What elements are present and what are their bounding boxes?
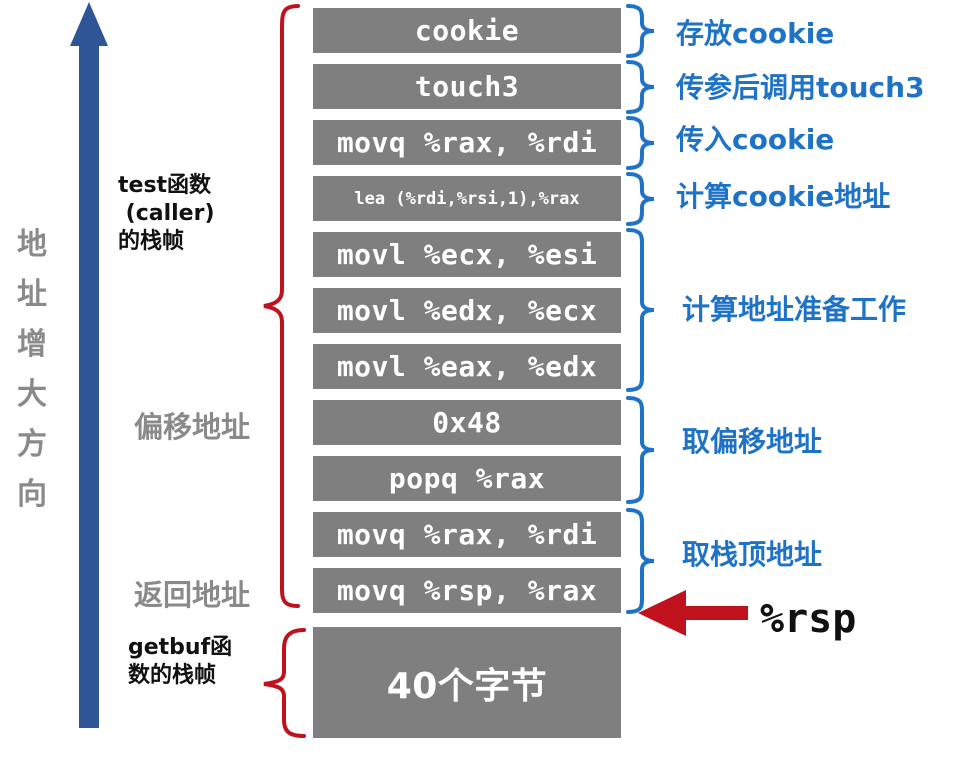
stack-block-movq-rax-rdi-top: movq %rax, %rdi [313,120,621,165]
annotation-brace-6 [626,508,655,614]
test-frame-label-line: 的栈帧 [118,229,185,254]
offset-address-label: 偏移地址 [134,410,251,444]
annotation-brace-4 [626,228,655,392]
stack-block-offset-0x48: 0x48 [313,400,621,445]
getbuf-frame-label: getbuf函 数的栈帧 [128,634,232,690]
stack-block-touch3: touch3 [313,64,621,109]
annotation-get-offset: 取偏移地址 [682,425,823,458]
axis-title-char: 增 [17,327,47,362]
stack-block-movq-rax-rdi-bottom: movq %rax, %rdi [313,512,621,557]
annotation-brace-1 [626,60,655,114]
annotation-prepare-address: 计算地址准备工作 [682,293,907,326]
address-growth-arrow [70,2,108,728]
test-frame-label-line: (caller) [118,201,215,226]
axis-title-char: 地 [17,227,47,262]
getbuf-frame-label-line: getbuf函 [128,635,233,660]
axis-title-char: 向 [17,477,47,512]
annotation-brace-5 [626,396,655,504]
stack-block-movq-rsp-rax: movq %rsp, %rax [313,568,621,613]
annotation-compute-cookie-address: 计算cookie地址 [676,180,891,213]
stack-block-movl-ecx-esi: movl %ecx, %esi [313,232,621,277]
stack-block-buffer-40-bytes: 40个字节 [313,627,621,738]
annotation-brace-0 [626,4,655,58]
getbuf-frame-label-line: 数的栈帧 [128,663,217,688]
annotation-pass-cookie: 传入cookie [676,123,835,156]
annotation-braces [626,4,655,614]
stack-block-popq-rax: popq %rax [313,456,621,501]
stack-block-movl-edx-ecx: movl %edx, %ecx [313,288,621,333]
axis-title-char: 方 [17,427,47,462]
stack-block-movl-eax-edx: movl %eax, %edx [313,344,621,389]
annotation-get-stack-top: 取栈顶地址 [682,538,823,571]
rsp-pointer-arrow [638,590,748,636]
axis-title: 地 址 增 大 方 向 [14,220,50,520]
test-frame-label: test函数 (caller) 的栈帧 [118,172,215,256]
test-frame-label-line: test函数 [118,173,212,198]
annotation-brace-2 [626,116,655,170]
getbuf-frame-brace [263,628,306,738]
axis-title-char: 址 [17,277,47,312]
annotation-brace-3 [626,172,655,226]
test-frame-brace [263,4,300,608]
stack-block-cookie: cookie [313,8,621,53]
annotation-store-cookie: 存放cookie [676,17,835,50]
return-address-label: 返回地址 [134,578,251,612]
rsp-register-label: %rsp [760,596,857,642]
stack-block-lea: lea (%rdi,%rsi,1),%rax [313,176,621,221]
axis-title-char: 大 [17,377,47,412]
annotation-call-touch3: 传参后调用touch3 [676,71,925,104]
